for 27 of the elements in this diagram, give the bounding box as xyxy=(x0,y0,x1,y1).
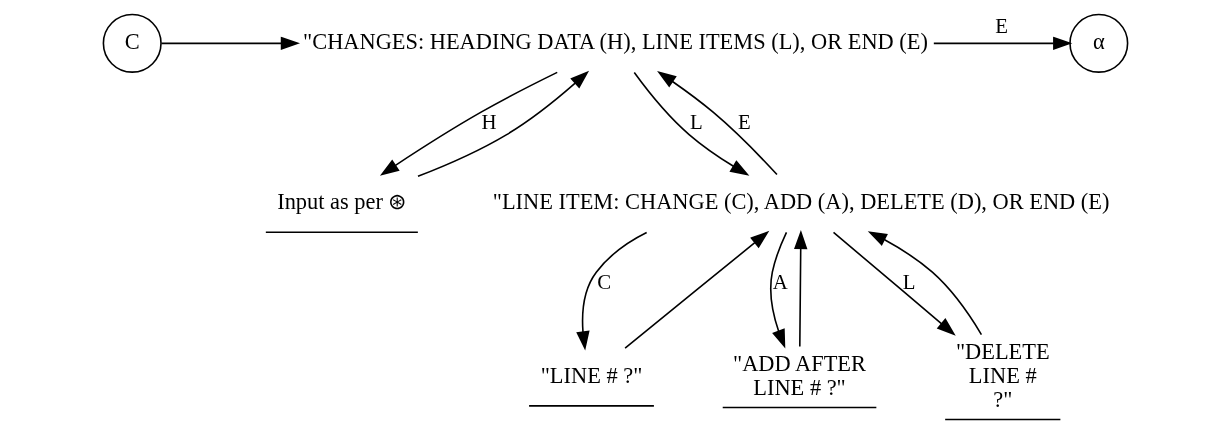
edge-label: E xyxy=(994,13,1008,37)
arrow xyxy=(769,231,787,349)
node-text: "ADD AFTER LINE # ?" xyxy=(732,350,866,400)
arrow xyxy=(656,71,778,176)
node-text: Input as per ⊛ xyxy=(276,189,406,215)
arrow xyxy=(160,36,300,51)
arrow xyxy=(633,71,749,176)
edge-label: A xyxy=(772,269,788,293)
edge-label: L xyxy=(689,109,703,133)
arrow xyxy=(575,231,647,351)
node-text: "DELETE LINE # ?" xyxy=(955,338,1050,412)
arrow xyxy=(379,71,558,176)
arrow xyxy=(416,70,589,178)
arrow xyxy=(623,230,769,349)
node-text: "CHANGES: HEADING DATA (H), LINE ITEMS (L), OR END (E) xyxy=(302,29,928,55)
edge-label: L xyxy=(902,269,916,293)
node-circle: C xyxy=(102,13,162,73)
arrow xyxy=(867,231,982,336)
edge-label: E xyxy=(737,109,751,133)
node-circle: α xyxy=(1068,13,1128,73)
edge-label: H xyxy=(481,109,497,133)
arrow xyxy=(932,36,1072,51)
node-text: "LINE ITEM: CHANGE (C), ADD (A), DELETE (D), OR END (E) xyxy=(492,189,1109,215)
arrow xyxy=(793,229,807,348)
node-text: "LINE # ?" xyxy=(540,362,642,388)
arrow xyxy=(832,231,956,336)
edge-label: C xyxy=(596,269,611,293)
